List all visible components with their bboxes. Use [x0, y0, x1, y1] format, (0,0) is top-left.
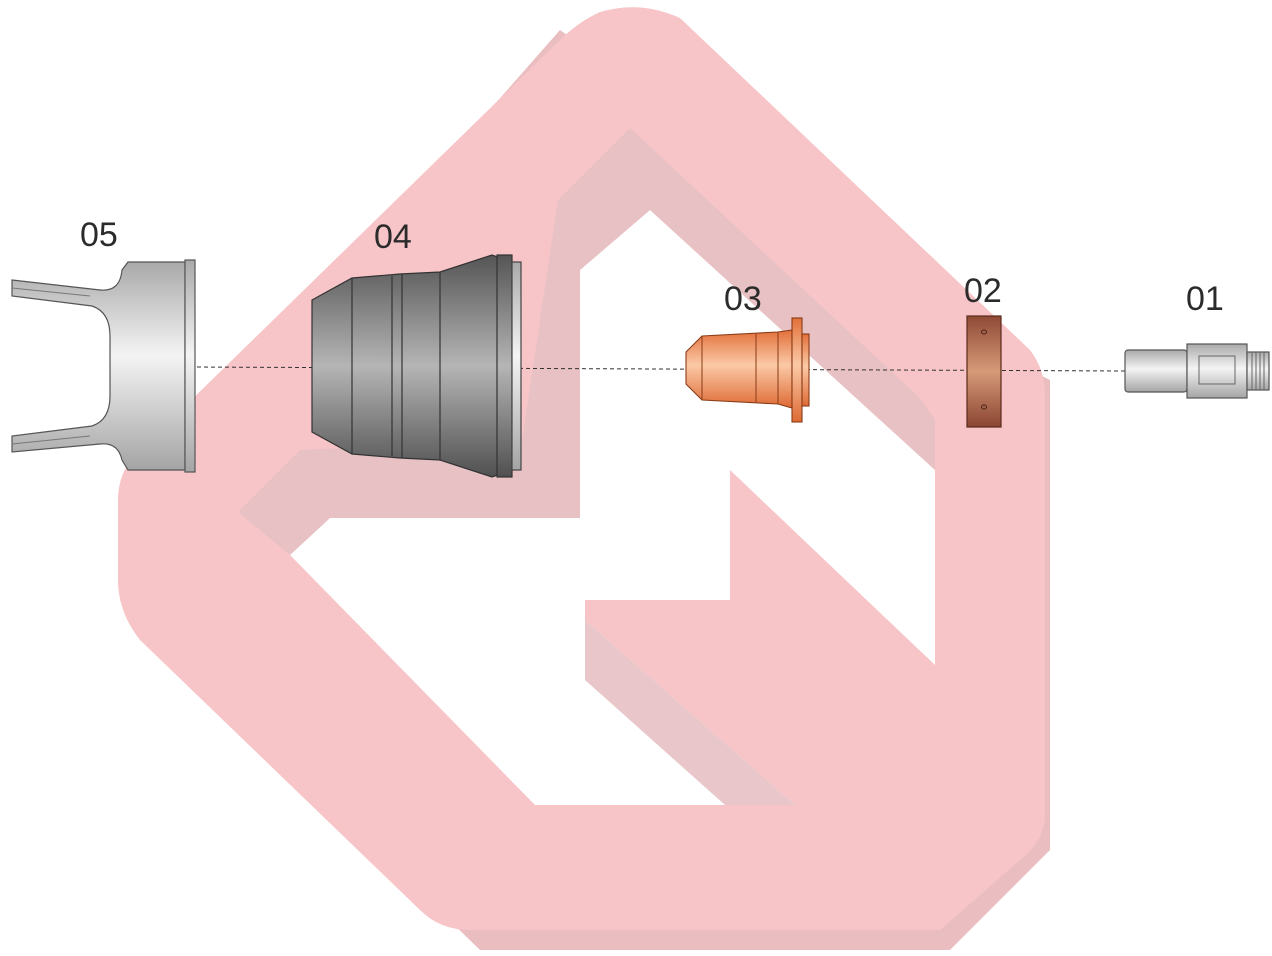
part-03-nozzle	[685, 317, 810, 423]
label-03: 03	[724, 280, 762, 318]
part-05-shield-cap	[11, 259, 196, 473]
part-02-swirl-ring	[966, 315, 1002, 428]
watermark-logo	[118, 7, 1050, 950]
label-04: 04	[374, 218, 412, 256]
label-01: 01	[1186, 280, 1224, 318]
part-01-electrode	[1124, 343, 1270, 399]
thread-lines	[1251, 352, 1265, 390]
label-02: 02	[964, 272, 1002, 310]
part-04-retaining-cap	[311, 254, 522, 478]
label-05: 05	[80, 216, 118, 254]
